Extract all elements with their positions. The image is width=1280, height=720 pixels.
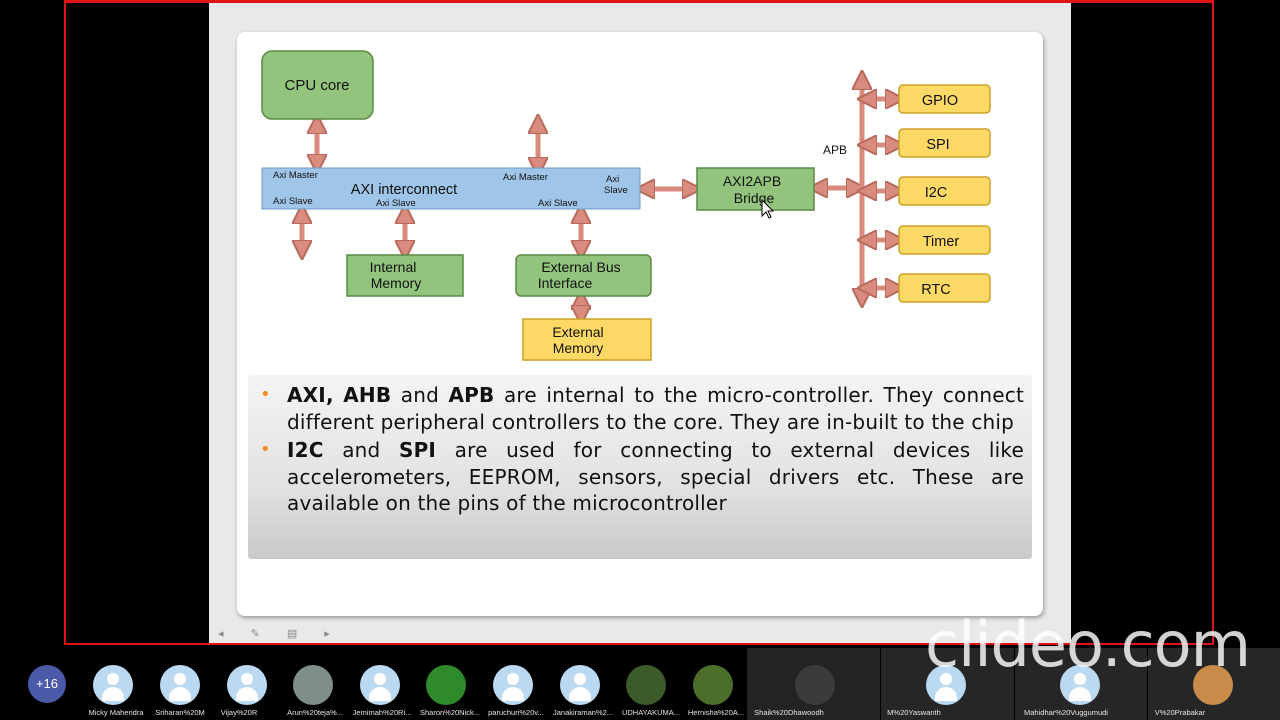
peripheral-i2c-block bbox=[898, 176, 991, 206]
avatar[interactable] bbox=[795, 665, 835, 705]
avatar[interactable] bbox=[93, 665, 133, 705]
ext-memory-label-line2: Memory bbox=[553, 340, 604, 356]
avatar[interactable] bbox=[926, 665, 966, 705]
bold-term: SPI bbox=[398, 438, 437, 462]
bridge-label-line2: Bridge bbox=[734, 190, 775, 206]
peripheral-spi-label: SPI bbox=[926, 137, 949, 153]
participant-name: Sharon%20Nick... bbox=[419, 708, 481, 717]
bullet-text: and bbox=[400, 383, 440, 407]
peripheral-timer-block bbox=[898, 225, 991, 255]
connection-arrows bbox=[302, 80, 895, 315]
external-bus-interface-block bbox=[515, 254, 652, 297]
bullet-text: and bbox=[342, 438, 381, 462]
bridge-label-line1: AXI2APB bbox=[723, 173, 781, 189]
participant-name: Shaik%20Dhawoodh bbox=[754, 708, 824, 717]
axi-slave-label: Axi Slave bbox=[538, 198, 578, 209]
avatar[interactable] bbox=[560, 665, 600, 705]
avatar[interactable] bbox=[360, 665, 400, 705]
peripheral-rtc-label: RTC bbox=[921, 282, 951, 298]
mouse-cursor-icon bbox=[761, 198, 775, 219]
participant-name: Mahidhar%20Vuggumudi bbox=[1024, 708, 1108, 717]
ext-memory-label-line1: External bbox=[552, 324, 603, 340]
avatar[interactable] bbox=[493, 665, 533, 705]
peripheral-gpio-label: GPIO bbox=[922, 93, 958, 109]
ext-bus-label-line1: External Bus bbox=[541, 259, 620, 275]
participant-name: paruchuri%20v... bbox=[488, 708, 544, 717]
bullet-text: are internal to the micro-controller. Th… bbox=[287, 383, 1024, 434]
bold-term: AXI, bbox=[287, 383, 334, 407]
bold-term: I2C bbox=[287, 438, 324, 462]
internal-memory-block bbox=[346, 254, 464, 297]
peripheral-timer-label: Timer bbox=[923, 234, 960, 250]
bold-term: AHB bbox=[343, 383, 392, 407]
avatar[interactable] bbox=[426, 665, 466, 705]
participant-name: V%20Prabakar bbox=[1154, 708, 1206, 717]
axi-interconnect-block bbox=[261, 167, 641, 210]
participant-name: Vijay%20R bbox=[220, 708, 258, 717]
avatar[interactable] bbox=[293, 665, 333, 705]
axi-interconnect-label: AXI interconnect bbox=[351, 182, 457, 198]
axi-slave-label: Axi Slave bbox=[376, 198, 416, 209]
avatar[interactable] bbox=[693, 665, 733, 705]
bullet-item: • AXI, AHB and APB are internal to the m… bbox=[260, 382, 1024, 435]
external-memory-block bbox=[522, 318, 652, 361]
bullet-list-panel: • AXI, AHB and APB are internal to the m… bbox=[248, 375, 1032, 559]
peripheral-spi-block bbox=[898, 128, 991, 158]
axi-slave-label: Axi bbox=[606, 174, 619, 185]
participant-name: Hernisha%20A... bbox=[687, 708, 745, 717]
internal-memory-label-line1: Internal bbox=[370, 259, 417, 275]
bullet-dot-icon: • bbox=[260, 439, 271, 460]
participant-name: Sriharan%20M bbox=[155, 708, 205, 717]
participant-name: Janakiraman%2... bbox=[552, 708, 614, 717]
cpu-core-label: CPU core bbox=[284, 77, 349, 94]
internal-memory-label-line2: Memory bbox=[371, 275, 422, 291]
peripheral-rtc-block bbox=[898, 273, 991, 303]
axi-slave-label: Axi Slave bbox=[273, 196, 313, 207]
axi2apb-bridge-block bbox=[696, 167, 815, 211]
participant-name: M%20Yaswanth bbox=[887, 708, 941, 717]
avatar[interactable] bbox=[227, 665, 267, 705]
bullet-dot-icon: • bbox=[260, 384, 271, 405]
participant-name: Arun%20teja%... bbox=[287, 708, 343, 717]
ext-bus-label-line2: Interface bbox=[538, 275, 593, 291]
participant-name: Jemimah%20Ri... bbox=[352, 708, 412, 717]
avatar[interactable] bbox=[160, 665, 200, 705]
bullet-text: are used for connecting to external devi… bbox=[287, 438, 1024, 515]
avatar[interactable] bbox=[626, 665, 666, 705]
axi-master-label: Axi Master bbox=[273, 170, 318, 181]
participant-name: UDHAYAKUMA... bbox=[621, 708, 681, 717]
avatar[interactable] bbox=[1193, 665, 1233, 705]
apb-label: APB bbox=[823, 143, 847, 157]
peripheral-gpio-block bbox=[898, 84, 991, 114]
avatar[interactable] bbox=[1060, 665, 1100, 705]
peripheral-i2c-label: I2C bbox=[925, 185, 948, 201]
slide-nav-toolbar[interactable]: ◂ ✎ ▤ ▸ bbox=[218, 628, 342, 640]
bullet-item: • I2C and SPI are used for connecting to… bbox=[260, 437, 1024, 517]
axi-slave-label: Slave bbox=[604, 185, 628, 196]
participant-name: Micky Mahendra bbox=[88, 708, 144, 717]
more-participants-button[interactable]: +16 bbox=[28, 665, 66, 703]
clideo-watermark: clideo.com bbox=[925, 608, 1251, 681]
bold-term: APB bbox=[448, 383, 495, 407]
axi-master-label: Axi Master bbox=[503, 172, 548, 183]
cpu-core-block bbox=[261, 50, 374, 120]
